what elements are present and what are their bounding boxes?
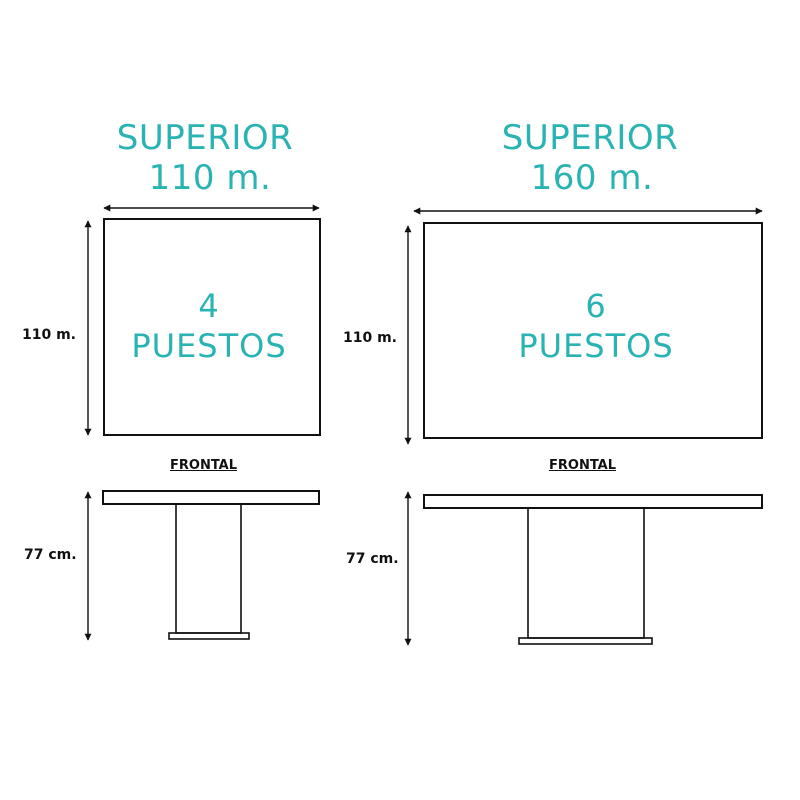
seats-label-left: PUESTOS: [131, 327, 287, 365]
tabletop-front-left: [102, 490, 320, 505]
front-view-label-right: FRONTAL: [549, 458, 617, 473]
seats-label-right: PUESTOS: [518, 327, 674, 365]
table-top-rectangle: [423, 222, 763, 439]
top-view-title-left: SUPERIOR: [116, 118, 294, 158]
pedestal-base-left: [168, 632, 250, 640]
top-depth-label-left: 110 m.: [22, 327, 77, 343]
front-view-label-left: FRONTAL: [170, 458, 238, 473]
top-depth-label-right: 110 m.: [343, 330, 398, 346]
top-width-label-left: 110 m.: [148, 158, 272, 198]
pedestal-column-right: [527, 507, 645, 639]
top-view-title-right: SUPERIOR: [501, 118, 679, 158]
seats-number-left: 4: [198, 287, 220, 325]
front-height-label-left: 77 cm.: [24, 547, 77, 563]
tabletop-front-right: [423, 494, 763, 509]
pedestal-base-right: [518, 637, 653, 645]
table-top-square: [103, 218, 321, 436]
front-height-label-right: 77 cm.: [346, 551, 399, 567]
pedestal-column-left: [175, 503, 242, 634]
seats-number-right: 6: [585, 287, 607, 325]
top-width-label-right: 160 m.: [530, 158, 654, 198]
